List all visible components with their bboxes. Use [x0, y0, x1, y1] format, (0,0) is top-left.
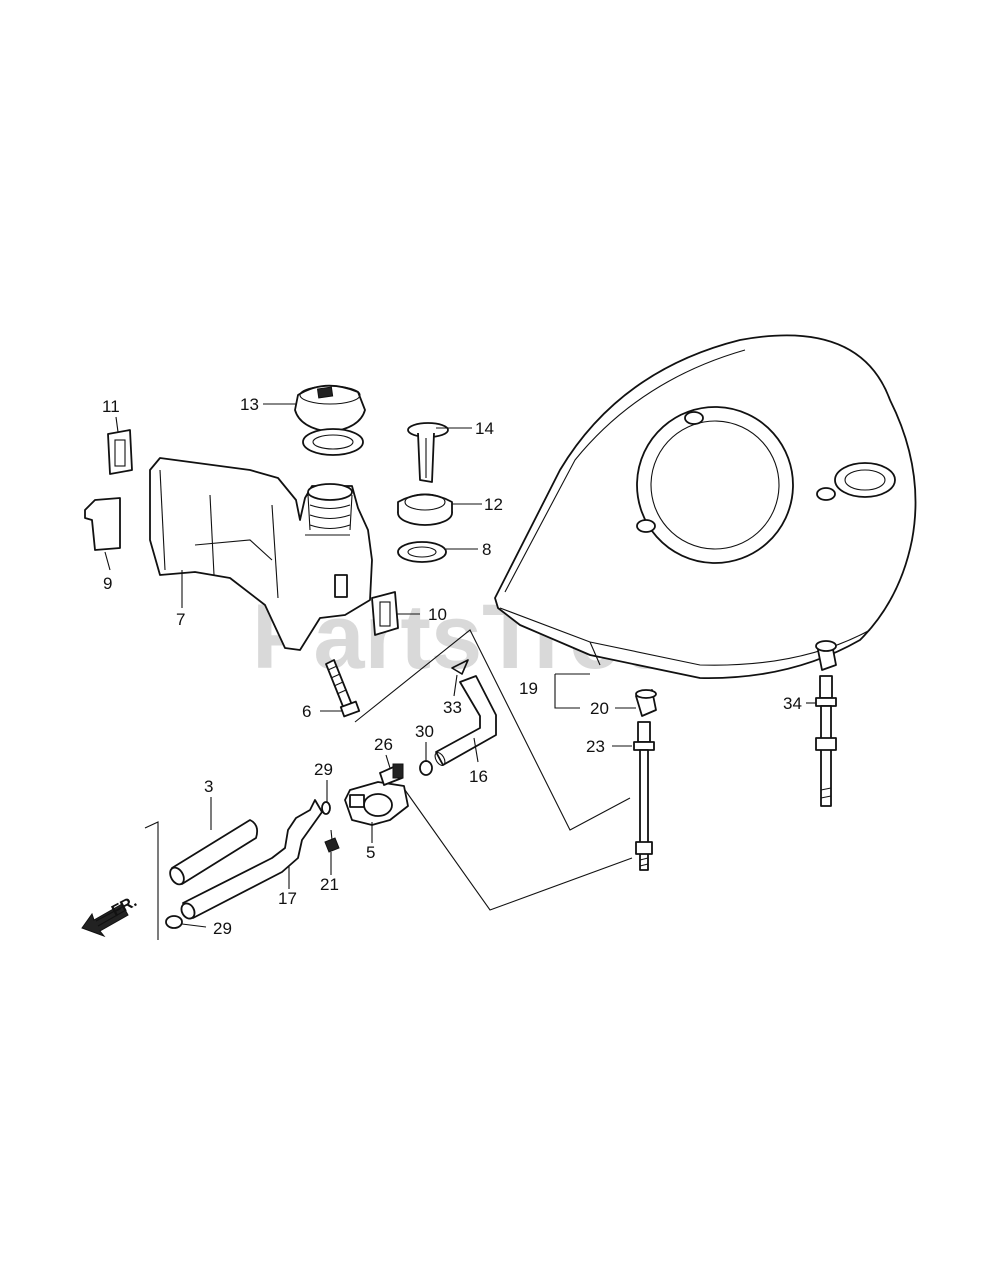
tank-packing[interactable]: [397, 541, 447, 563]
leader-lines: [104, 403, 816, 940]
callout-19: 19: [519, 679, 538, 698]
stud-bolt-23[interactable]: [633, 721, 655, 871]
fuel-valve[interactable]: [344, 781, 409, 826]
fuel-tube-3[interactable]: [167, 819, 259, 887]
hose-clip-29-lower[interactable]: [165, 915, 183, 929]
callout-13: 13: [240, 395, 259, 414]
fuel-strainer[interactable]: [407, 422, 449, 483]
fuel-tank[interactable]: [149, 457, 373, 651]
tank-band-9[interactable]: [84, 497, 121, 551]
screw-26[interactable]: [379, 763, 404, 786]
tank-cushion-11[interactable]: [107, 429, 133, 475]
callout-33: 33: [443, 698, 462, 717]
collar-20[interactable]: [635, 689, 657, 717]
callout-30: 30: [415, 722, 434, 741]
tank-nut[interactable]: [397, 493, 453, 526]
hose-clip-29-upper[interactable]: [321, 801, 331, 815]
fuel-cap[interactable]: [294, 384, 366, 456]
callout-5: 5: [366, 843, 375, 862]
hose-clip-33[interactable]: [451, 659, 469, 675]
drain-bolt[interactable]: [325, 659, 361, 718]
fan-cover[interactable]: [494, 334, 917, 679]
callout-20: 20: [590, 699, 609, 718]
stud-bolt-34[interactable]: [815, 640, 837, 807]
tank-cushion-10[interactable]: [371, 591, 399, 636]
fuel-hose-16[interactable]: [433, 675, 497, 767]
callout-7: 7: [176, 610, 185, 629]
screw-21[interactable]: [324, 829, 340, 853]
callout-10: 10: [428, 605, 447, 624]
callout-3: 3: [204, 777, 213, 796]
callout-9: 9: [103, 574, 112, 593]
callout-29-lower: 29: [213, 919, 232, 938]
callout-14: 14: [475, 419, 494, 438]
callout-12: 12: [484, 495, 503, 514]
callout-34: 34: [783, 694, 802, 713]
fuel-tube-17[interactable]: [179, 799, 323, 921]
callout-11: 11: [102, 397, 120, 416]
callout-16: 16: [469, 767, 488, 786]
callout-26: 26: [374, 735, 393, 754]
callout-29-upper: 29: [314, 760, 333, 779]
callout-8: 8: [482, 540, 491, 559]
washer-30[interactable]: [419, 760, 433, 776]
callout-21: 21: [320, 875, 339, 894]
callout-labels: 11 9 7 13 14 12 8 10 6 33 16 30 26 29 3 …: [102, 395, 802, 938]
callout-6: 6: [302, 702, 311, 721]
callout-23: 23: [586, 737, 605, 756]
callout-17: 17: [278, 889, 297, 908]
front-direction-arrow: FR.: [81, 893, 140, 938]
